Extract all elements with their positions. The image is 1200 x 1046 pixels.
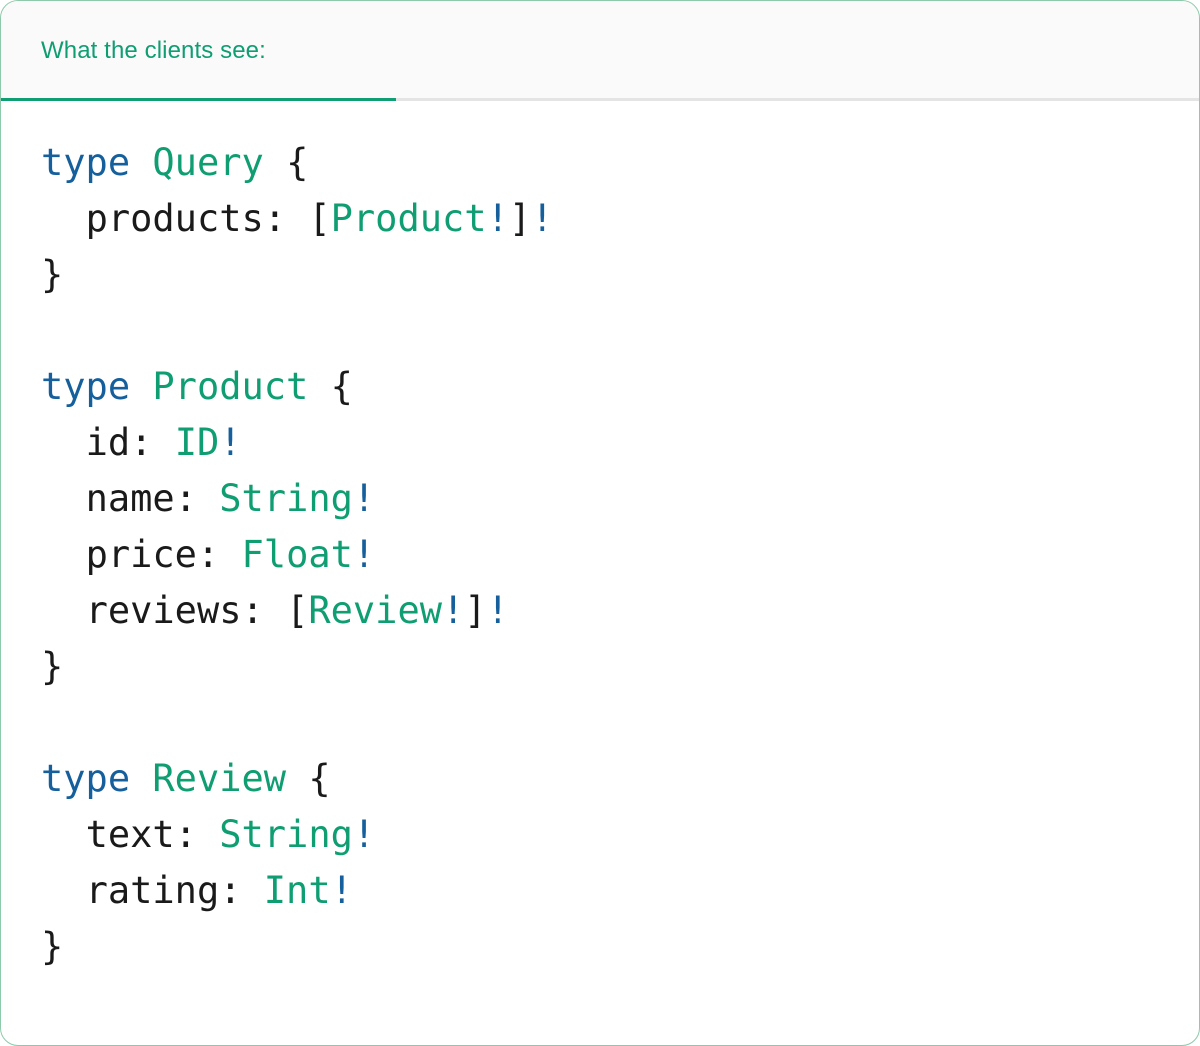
colon: :	[263, 197, 287, 240]
graphql-schema-code[interactable]: type Query { products: [Product!]! } typ…	[41, 135, 1159, 975]
field-name-rating: rating	[85, 869, 220, 912]
tab-label: What the clients see:	[41, 37, 266, 64]
field-type-string: String	[219, 477, 353, 520]
field-name-name: name	[85, 477, 175, 520]
field-type-review: Review	[308, 589, 442, 632]
non-null-inner: !	[352, 533, 376, 576]
colon: :	[241, 589, 264, 632]
colon: :	[174, 813, 197, 856]
field-type-int: Int	[263, 869, 331, 912]
colon: :	[130, 421, 153, 464]
field-name-products: products	[85, 197, 264, 240]
non-null-inner: !	[330, 869, 353, 912]
tab-active-underline	[1, 98, 396, 101]
keyword-type: type	[41, 757, 131, 800]
non-null-inner: !	[486, 197, 509, 240]
non-null-inner: !	[352, 477, 376, 520]
non-null-inner: !	[219, 421, 242, 464]
colon: :	[219, 869, 242, 912]
brace-open: {	[330, 365, 353, 408]
brace-open: {	[308, 757, 331, 800]
bracket-close: ]	[464, 589, 487, 632]
non-null-outer: !	[486, 589, 509, 632]
keyword-type: type	[41, 365, 131, 408]
brace-close: }	[41, 253, 64, 296]
type-name-review: Review	[152, 757, 287, 800]
field-name-reviews: reviews	[85, 589, 242, 632]
brace-close: }	[41, 925, 64, 968]
type-name-product: Product	[152, 365, 309, 408]
bracket-close: ]	[508, 197, 532, 240]
field-name-id: id	[85, 421, 131, 464]
keyword-type: type	[41, 141, 131, 184]
field-type-id: ID	[174, 421, 220, 464]
field-type-product: Product	[330, 197, 487, 240]
non-null-inner: !	[352, 813, 376, 856]
bracket-open: [	[286, 589, 309, 632]
non-null-outer: !	[531, 197, 554, 240]
tab-what-the-clients-see[interactable]: What the clients see:	[1, 1, 396, 101]
code-panel: type Query { products: [Product!]! } typ…	[1, 101, 1199, 1015]
field-name-price: price	[85, 533, 197, 576]
brace-open: {	[286, 141, 309, 184]
field-type-float: Float	[241, 533, 353, 576]
colon: :	[174, 477, 197, 520]
field-type-string: String	[219, 813, 353, 856]
non-null-inner: !	[442, 589, 465, 632]
field-name-text: text	[85, 813, 175, 856]
tab-strip: What the clients see:	[1, 1, 1199, 101]
colon: :	[196, 533, 220, 576]
brace-close: }	[41, 645, 64, 688]
type-name-query: Query	[152, 141, 264, 184]
bracket-open: [	[308, 197, 331, 240]
